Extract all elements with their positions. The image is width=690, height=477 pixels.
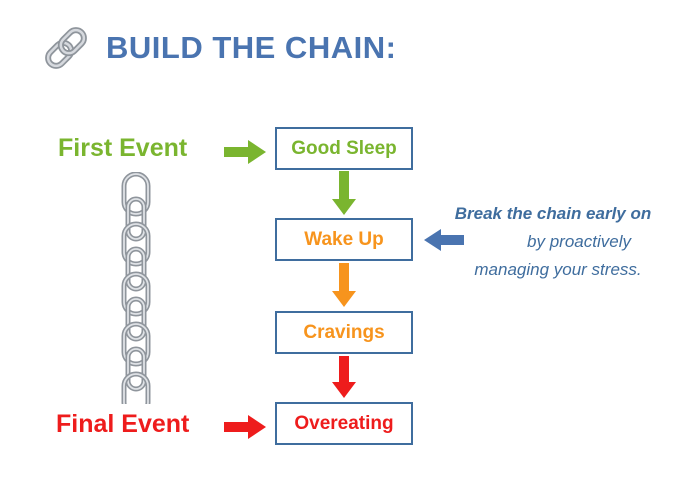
connector-arrow-down bbox=[332, 263, 356, 307]
connector-arrow-down bbox=[332, 356, 356, 398]
step-label: Wake Up bbox=[304, 228, 384, 250]
chain-link-highlight bbox=[127, 298, 145, 340]
step-box-good-sleep: Good Sleep bbox=[275, 127, 413, 170]
chain-link-highlight bbox=[123, 223, 149, 265]
vertical-chain-icon bbox=[118, 172, 154, 404]
note-line-2: by proactively bbox=[527, 232, 631, 251]
chain-link-icon bbox=[40, 22, 92, 74]
chain-link-highlight bbox=[123, 323, 149, 365]
first-event-arrow bbox=[224, 140, 266, 164]
chain-link bbox=[125, 346, 147, 392]
chain-link bbox=[125, 296, 147, 342]
note-line-1: Break the chain early on bbox=[454, 204, 652, 223]
chain-link-highlight bbox=[123, 173, 149, 215]
chain-link-highlight bbox=[127, 198, 145, 240]
step-box-overeating: Overeating bbox=[275, 402, 413, 445]
chain-link bbox=[125, 196, 147, 242]
note-arrow-left bbox=[424, 229, 464, 251]
step-box-cravings: Cravings bbox=[275, 311, 413, 354]
step-label: Overeating bbox=[294, 412, 394, 434]
note-line-3: managing your stress. bbox=[474, 260, 642, 279]
chain-link-highlight bbox=[123, 373, 149, 404]
step-box-wake-up: Wake Up bbox=[275, 218, 413, 261]
chain-link-highlight bbox=[127, 248, 145, 290]
final-event-label: Final Event bbox=[56, 410, 190, 438]
connector-arrow-down bbox=[332, 171, 356, 215]
step-label: Cravings bbox=[303, 321, 385, 343]
break-chain-note: Break the chain early on by proactively … bbox=[424, 200, 682, 284]
first-event-label: First Event bbox=[58, 134, 188, 162]
chain-link-highlight bbox=[123, 273, 149, 315]
chain-link bbox=[125, 246, 147, 292]
chain-link-highlight bbox=[127, 348, 145, 390]
page-title: BUILD THE CHAIN: bbox=[106, 30, 397, 65]
step-label: Good Sleep bbox=[291, 137, 397, 159]
final-event-arrow bbox=[224, 415, 266, 439]
